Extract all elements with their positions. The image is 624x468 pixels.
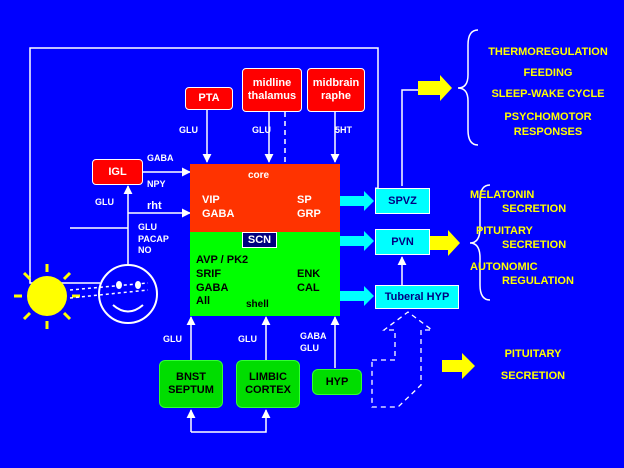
cortex-transmitter: GLU [238, 334, 257, 344]
igl-box: IGL [92, 159, 143, 185]
function-item: SLEEP-WAKE CYCLE [491, 88, 605, 100]
scn-to-tuberal-arrow [340, 286, 374, 306]
igl-input-transmitter: GLU [95, 197, 114, 207]
scn-to-spvz-arrow [340, 191, 374, 211]
igl-label: IGL [108, 165, 127, 178]
core-left-peptides: VIP GABA [202, 194, 234, 222]
peptide: SP [297, 194, 312, 206]
peptide: SRIF [196, 267, 222, 280]
pta-label: PTA [198, 92, 220, 105]
shell-right-peptides: ENK CAL [297, 268, 320, 296]
light-ray [69, 282, 149, 291]
raphe-transmitter: 5HT [335, 125, 353, 135]
face-icon [98, 264, 158, 324]
bnst-label: BNST [176, 371, 206, 384]
peptide: VIP [202, 194, 220, 206]
core-right-peptides: SP GRP [297, 194, 321, 222]
transmitter: GLU [138, 222, 157, 232]
hyp-box: HYP [312, 369, 362, 395]
hyp-label: HYP [325, 375, 349, 388]
tuberal-label: Tuberal HYP [384, 290, 450, 303]
transmitter: NO [138, 245, 152, 256]
function-item: PSYCHOMOTOR [504, 111, 592, 123]
cortex-bottom-loop [191, 409, 271, 433]
core-label: core [248, 170, 270, 181]
bnst-label: SEPTUM [168, 384, 214, 396]
function-item: THERMOREGULATION [488, 46, 608, 58]
melatonin-label: MELATONIN [470, 189, 535, 201]
sun-icon [14, 264, 80, 329]
spvz-box: SPVZ [375, 188, 430, 214]
scn-core [190, 164, 340, 232]
thalamus-label: midline [252, 77, 292, 90]
function-item: RESPONSES [513, 126, 583, 138]
yellow-block-arrow-icon [430, 230, 460, 256]
peptide: ENK [297, 268, 321, 280]
pituitary-secretion-label: SECRETION [502, 239, 567, 251]
brace-pvn [469, 184, 491, 301]
spvz-label: SPVZ [388, 194, 417, 207]
peptide: AVP / PK2 [196, 254, 249, 266]
midline-thalamus-box: midline thalamus [242, 68, 302, 112]
shell-label: shell [246, 299, 269, 310]
bnst-transmitter: GLU [163, 334, 182, 344]
peptide: GABA [196, 281, 229, 294]
transmitter: GLU [300, 342, 319, 353]
peptide: CAL [297, 281, 320, 294]
igl-transmitter-npy: NPY [147, 179, 166, 189]
transmitter: GABA [300, 331, 327, 341]
raphe-label: midbrain [312, 77, 360, 90]
light-ray [69, 289, 149, 299]
function-item: FEEDING [523, 67, 573, 79]
scn-badge-label: SCN [247, 233, 272, 246]
pvn-label: PVN [391, 235, 414, 248]
yellow-block-arrow-icon [418, 75, 452, 101]
peptide: GABA [202, 207, 235, 220]
pta-box: PTA [185, 87, 233, 110]
thalamus-label: thalamus [247, 90, 297, 102]
scn-to-pvn-arrow [340, 231, 374, 251]
hyp-transmitters: GABA GLU [300, 331, 327, 354]
bnst-septum-box: BNST SEPTUM [159, 360, 223, 408]
bottom-function: PITUITARY SECRETION [488, 343, 578, 387]
rht-label: rht [147, 200, 162, 212]
shell-left-peptides: AVP / PK2 SRIF GABA All [196, 254, 248, 309]
thalamus-transmitter: GLU [252, 125, 271, 135]
cortex-label: CORTEX [245, 384, 291, 396]
pituitary-label: PITUITARY [476, 225, 533, 237]
dashed-outline-arrow-icon [371, 311, 434, 408]
melatonin-secretion-label: SECRETION [502, 203, 567, 215]
rht-transmitters: GLU PACAP NO [138, 222, 169, 257]
midbrain-raphe-box: midbrain raphe [307, 68, 365, 112]
autonomic-label: AUTONOMIC [470, 261, 538, 273]
peptide: GRP [297, 207, 321, 220]
function-item: SECRETION [500, 370, 566, 382]
pvn-box: PVN [375, 229, 430, 255]
limbic-cortex-box: LIMBIC CORTEX [236, 360, 300, 408]
cortex-label: LIMBIC [249, 371, 287, 384]
brace-spvz [457, 29, 479, 146]
raphe-label: raphe [321, 90, 351, 102]
scn-badge: SCN [242, 232, 277, 248]
transmitter: PACAP [138, 233, 169, 244]
yellow-block-arrow-icon [442, 353, 475, 379]
pta-transmitter: GLU [179, 125, 198, 135]
tuberal-hyp-box: Tuberal HYP [375, 285, 459, 309]
function-item: PITUITARY [504, 348, 562, 360]
spvz-functions: THERMOREGULATION FEEDING SLEEP-WAKE CYCL… [478, 42, 618, 140]
spvz-output-line [401, 89, 420, 186]
igl-transmitter-gaba: GABA [147, 153, 174, 163]
peptide: All [196, 295, 211, 308]
autonomic-regulation-label: REGULATION [502, 275, 574, 287]
